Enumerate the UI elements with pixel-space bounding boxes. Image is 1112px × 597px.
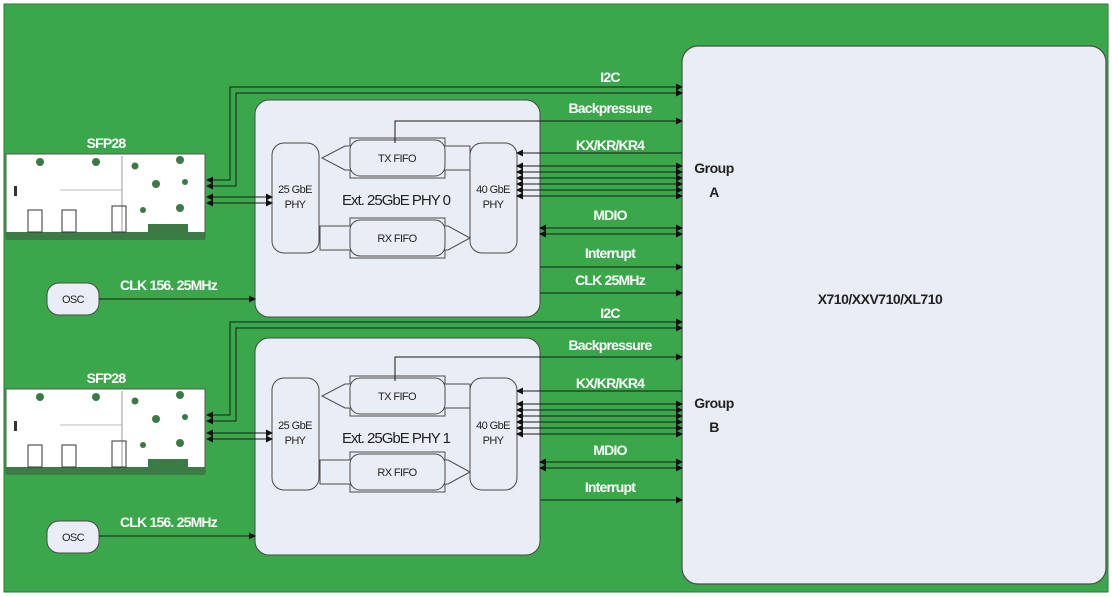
backpressure-label-b: Backpressure bbox=[568, 337, 652, 353]
osc-b bbox=[46, 520, 100, 554]
interrupt-label-a: Interrupt bbox=[585, 245, 636, 261]
ext-phy-title-a: Ext. 25GbE PHY 0 bbox=[342, 192, 451, 209]
tx-fifo-label-b: TX FIFO bbox=[378, 391, 417, 403]
rx-fifo-label-b: RX FIFO bbox=[377, 467, 417, 479]
group-label-a-line2: A bbox=[709, 184, 719, 200]
group-label-b-line2: B bbox=[709, 419, 719, 435]
group-a: SFP28 Ext. 25GbE PHY 0 25 GbE PHY 40 GbE… bbox=[5, 69, 734, 318]
ext-phy-title-b: Ext. 25GbE PHY 1 bbox=[342, 430, 451, 447]
sfp28-label-a: SFP28 bbox=[87, 135, 127, 151]
controller-chip bbox=[681, 45, 1107, 585]
kx-lanes-a bbox=[516, 149, 683, 200]
phy-40g-a bbox=[469, 142, 518, 254]
controller-label: X710/XXV710/XL710 bbox=[818, 291, 943, 307]
phy-40g-line1-a: 40 GbE bbox=[476, 184, 510, 196]
kx-label-b: KX/KR/KR4 bbox=[576, 375, 645, 391]
osc-label-a: OSC bbox=[62, 294, 85, 306]
mdio-label-b: MDIO bbox=[593, 442, 627, 458]
phy-25g-b bbox=[271, 377, 320, 491]
osc-label-b: OSC bbox=[62, 532, 85, 544]
sfp28-connector-b bbox=[5, 388, 206, 475]
rx-fifo-b bbox=[349, 453, 446, 491]
sfp28-label-b: SFP28 bbox=[87, 370, 127, 386]
kx-label-a: KX/KR/KR4 bbox=[576, 137, 645, 153]
kx-lanes-b bbox=[516, 387, 683, 438]
phy-25g-line2-a: PHY bbox=[285, 199, 307, 211]
rx-fifo-a bbox=[349, 219, 446, 257]
clk-out-label-a: CLK 25MHz bbox=[575, 272, 646, 288]
phy-25g-line1-a: 25 GbE bbox=[278, 184, 312, 196]
phy-25g-line2-b: PHY bbox=[285, 435, 307, 447]
phy-40g-b bbox=[469, 377, 518, 491]
phy-40g-line1-b: 40 GbE bbox=[476, 420, 510, 432]
phy-25g-line1-b: 25 GbE bbox=[278, 420, 312, 432]
mdio-label-a: MDIO bbox=[593, 207, 627, 223]
i2c-label-b: I2C bbox=[600, 305, 620, 321]
rx-fifo-label-a: RX FIFO bbox=[377, 233, 417, 245]
i2c-label-a: I2C bbox=[600, 69, 620, 85]
phy-40g-line2-b: PHY bbox=[483, 435, 505, 447]
group-label-b-line1: Group bbox=[694, 395, 734, 411]
clk-in-label-b: CLK 156. 25MHz bbox=[120, 514, 218, 530]
phy-40g-line2-a: PHY bbox=[483, 199, 505, 211]
phy-25g-a bbox=[271, 142, 320, 254]
interrupt-label-b: Interrupt bbox=[585, 479, 636, 495]
sfp28-connector-a bbox=[5, 153, 206, 240]
clk-in-label-a: CLK 156. 25MHz bbox=[120, 277, 218, 293]
group-b: SFP28 Ext. 25GbE PHY 1 25 GbE PHY 40 GbE… bbox=[5, 305, 734, 556]
tx-fifo-label-a: TX FIFO bbox=[378, 153, 417, 165]
backpressure-label-a: Backpressure bbox=[568, 100, 652, 116]
group-label-a-line1: Group bbox=[694, 160, 734, 176]
